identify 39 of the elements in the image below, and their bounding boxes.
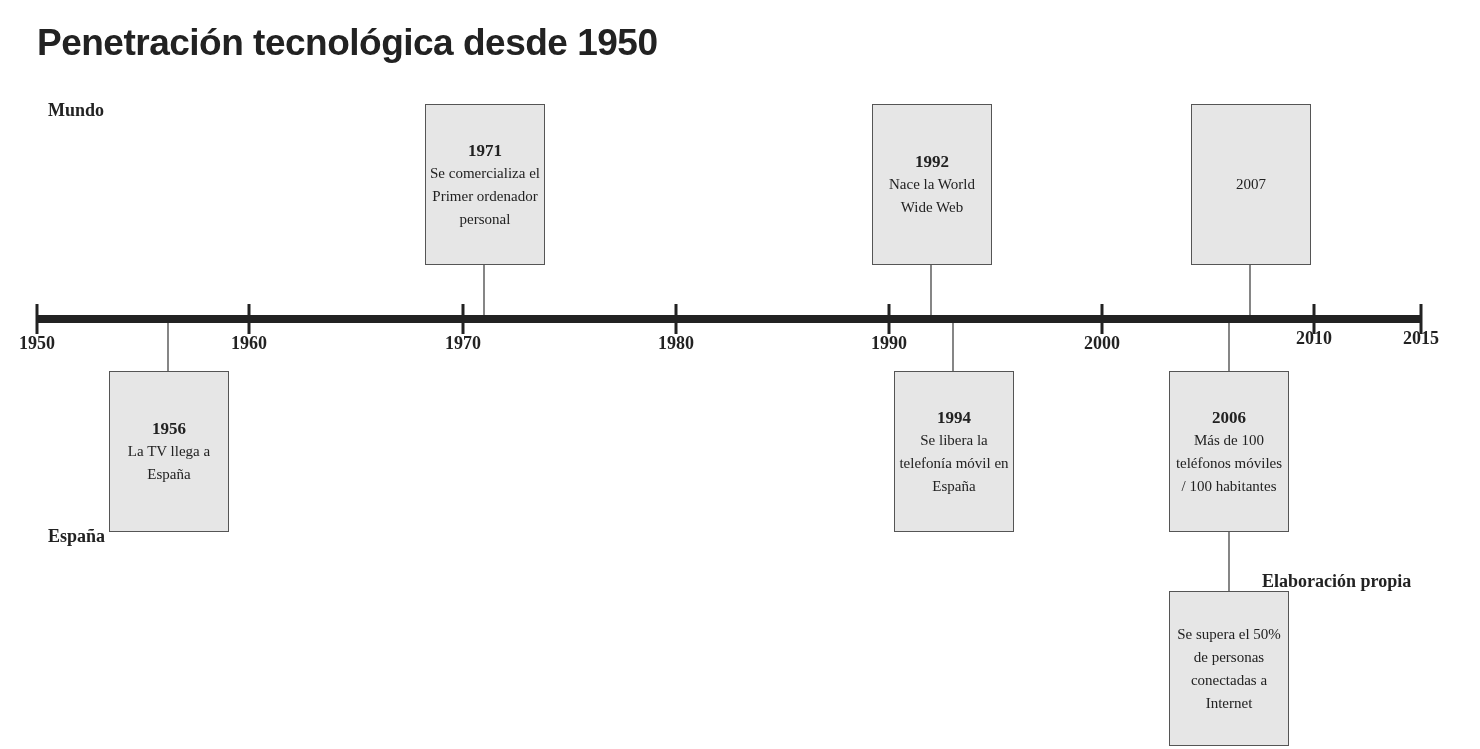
event-year: 1956 [152, 418, 186, 440]
event-box [872, 104, 992, 265]
event-box [425, 104, 545, 265]
event-description: La TV llega a España [126, 442, 212, 484]
event-box [1169, 591, 1289, 746]
year-tick-label: 1960 [231, 333, 267, 354]
event-description: Nace la World Wide Web [888, 175, 976, 217]
connector-line [1249, 264, 1251, 316]
event-year: 1994 [937, 406, 971, 429]
year-tick-label: 2000 [1084, 333, 1120, 354]
event-box [1169, 371, 1289, 532]
year-tick-label: 1990 [871, 333, 907, 354]
connector-line [1228, 322, 1230, 372]
event-description: Más de 100 teléfonos móviles / 100 habitantes [1174, 430, 1284, 496]
timeline-axis [37, 315, 1421, 323]
connector-line [930, 264, 932, 316]
event-box [109, 371, 229, 532]
event-description: Se libera la telefonía móvil en España [898, 430, 1010, 496]
year-tick-label: 1970 [445, 333, 481, 354]
event-description: Se comercializa el Primer ordenador personal [429, 163, 541, 229]
event-year: 2006 [1212, 406, 1246, 429]
event-year: 1992 [915, 151, 949, 173]
event-box [894, 371, 1014, 532]
event-description: 2007 [1235, 175, 1267, 194]
event-year: 1971 [468, 139, 502, 162]
year-tick-label: 1950 [19, 333, 55, 354]
connector-line [952, 322, 954, 372]
row-label: Mundo [48, 100, 105, 121]
title: Penetración tecnológica desde 1950 [37, 22, 658, 64]
event-description: Se supera el 50% de personas conectadas a Internet [1176, 624, 1282, 713]
connector-line [1228, 531, 1230, 592]
connector-line [483, 264, 485, 316]
row-label: Elaboración propia [1262, 571, 1412, 592]
row-label: España [48, 526, 106, 547]
event-box [1191, 104, 1311, 265]
year-tick-label: 2015 [1403, 328, 1439, 349]
year-tick-label: 2010 [1296, 328, 1332, 349]
connector-line [167, 322, 169, 372]
year-tick-label: 1980 [658, 333, 694, 354]
